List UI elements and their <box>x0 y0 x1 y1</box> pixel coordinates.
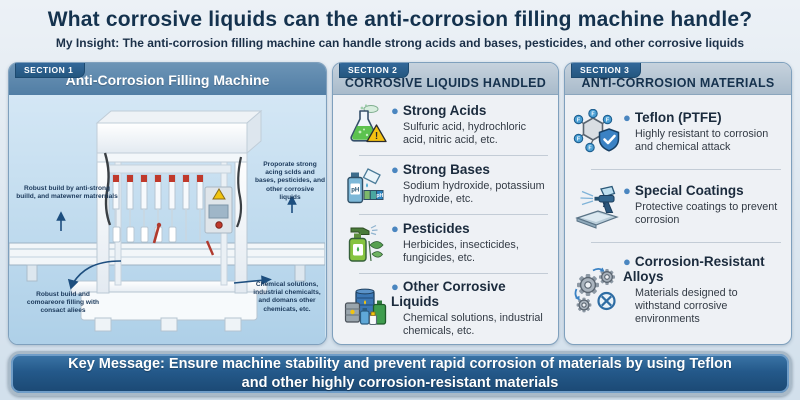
acid-flask-warning-icon: ! <box>339 103 391 149</box>
filling-machine-icon <box>9 95 325 344</box>
section2-panel: SECTION 2 CORROSIVE LIQUIDS HANDLED ! ●S… <box>332 62 559 345</box>
section3-tab: SECTION 3 <box>571 63 642 78</box>
chemical-drums-icon <box>339 286 391 332</box>
svg-text:pH: pH <box>376 193 383 199</box>
list-item-alloys: ●Corrosion-Resistant Alloys Materials de… <box>565 243 791 338</box>
section2-header: SECTION 2 CORROSIVE LIQUIDS HANDLED <box>333 63 558 95</box>
page-subtitle: My Insight: The anti-corrosion filling m… <box>55 36 745 50</box>
item-title: Other Corrosive Liquids <box>391 279 506 309</box>
alloy-gears-icon <box>571 267 623 315</box>
bullet-icon: ● <box>623 254 631 269</box>
svg-text:F: F <box>577 137 581 143</box>
svg-text:F: F <box>577 118 581 124</box>
bullet-icon: ● <box>391 103 399 119</box>
item-desc: Protective coatings to prevent corrosion <box>635 201 778 227</box>
svg-text:F: F <box>588 146 592 152</box>
section1-tab: SECTION 1 <box>15 63 86 78</box>
section2-tab: SECTION 2 <box>339 63 410 78</box>
svg-text:F: F <box>606 118 610 124</box>
callout-robust-filling: Robust build and comoareore filling with… <box>26 291 100 315</box>
bullet-icon: ● <box>623 110 631 126</box>
svg-text:F: F <box>591 112 595 118</box>
section3-title: ANTI-CORROSION MATERIALS <box>581 76 775 90</box>
section1-header: SECTION 1 Anti-Corrosion Filling Machine <box>9 63 326 95</box>
key-message-bar: Key Message: Ensure machine stability an… <box>8 351 792 396</box>
key-message-text: Key Message: Ensure machine stability an… <box>68 356 732 391</box>
item-desc: Sulfuric acid, hydrochloric acid, nitric… <box>403 121 527 147</box>
svg-text:!: ! <box>375 131 378 142</box>
ph-base-bottle-icon: pH pH <box>339 162 391 208</box>
item-desc: Chemical solutions, industrial chemicals… <box>403 311 543 337</box>
section3-header: SECTION 3 ANTI-CORROSION MATERIALS <box>565 63 791 95</box>
divider <box>359 155 548 156</box>
item-desc: Herbicides, insecticides, fungicides, et… <box>403 239 519 265</box>
item-desc: Sodium hydroxide, potassium hydroxide, e… <box>403 180 545 206</box>
bullet-icon: ● <box>391 221 399 237</box>
bullet-icon: ● <box>391 279 399 294</box>
section1-panel: SECTION 1 Anti-Corrosion Filling Machine <box>8 62 327 345</box>
section1-title: Anti-Corrosion Filling Machine <box>65 72 270 88</box>
list-item-strong-bases: pH pH ●Strong Bases Sodium hydroxide, po… <box>333 156 558 214</box>
section2-title: CORROSIVE LIQUIDS HANDLED <box>344 76 547 90</box>
divider <box>359 273 548 274</box>
divider <box>591 242 781 243</box>
section3-panel: SECTION 3 ANTI-CORROSION MATERIALS <box>564 62 792 345</box>
page-title: What corrosive liquids can the anti-corr… <box>47 8 753 31</box>
callout-build-materials: Robust build by anti-strong builld, and … <box>16 185 118 201</box>
bullet-icon: ● <box>623 183 631 199</box>
list-item-teflon: F F F F F ●Teflon (PTFE) Highly resistant t… <box>565 97 791 169</box>
item-desc: Highly resistant to corrosion and chemic… <box>635 128 769 154</box>
list-item-strong-acids: ! ●Strong Acids Sulfuric acid, hydrochlo… <box>333 97 558 155</box>
list-item-coatings: ●Special Coatings Protective coatings to… <box>565 170 791 242</box>
item-desc: Materials designed to withstand corrosiv… <box>635 286 738 326</box>
teflon-molecule-shield-icon: F F F F F <box>571 109 623 157</box>
page-header: What corrosive liquids can the anti-corr… <box>0 0 800 50</box>
pesticide-spray-icon <box>339 221 391 267</box>
divider <box>359 214 548 215</box>
corrosive-liquids-list: ! ●Strong Acids Sulfuric acid, hydrochlo… <box>333 95 558 344</box>
item-title: Pesticides <box>402 221 470 237</box>
spray-gun-coating-icon <box>571 182 623 230</box>
callout-chemical-solutions: Chemical solutions, industrial chemicalt… <box>253 281 321 313</box>
item-title: Strong Acids <box>402 103 487 119</box>
item-title: Strong Bases <box>402 162 490 178</box>
item-title: Special Coatings <box>634 183 744 199</box>
list-item-pesticides: ●Pesticides Herbicides, insecticides, fu… <box>333 215 558 273</box>
callout-handles-liquids: Proporate strong acing sclds and bases, … <box>255 161 325 201</box>
item-title: Teflon (PTFE) <box>634 110 722 126</box>
divider <box>591 169 781 170</box>
bullet-icon: ● <box>391 162 399 178</box>
item-title: Corrosion-Resistant Alloys <box>623 254 765 284</box>
list-item-other-liquids: ●Other Corrosive Liquids Chemical soluti… <box>333 274 558 344</box>
machine-illustration: Robust build by anti-strong builld, and … <box>9 95 326 344</box>
svg-text:pH: pH <box>351 188 359 194</box>
